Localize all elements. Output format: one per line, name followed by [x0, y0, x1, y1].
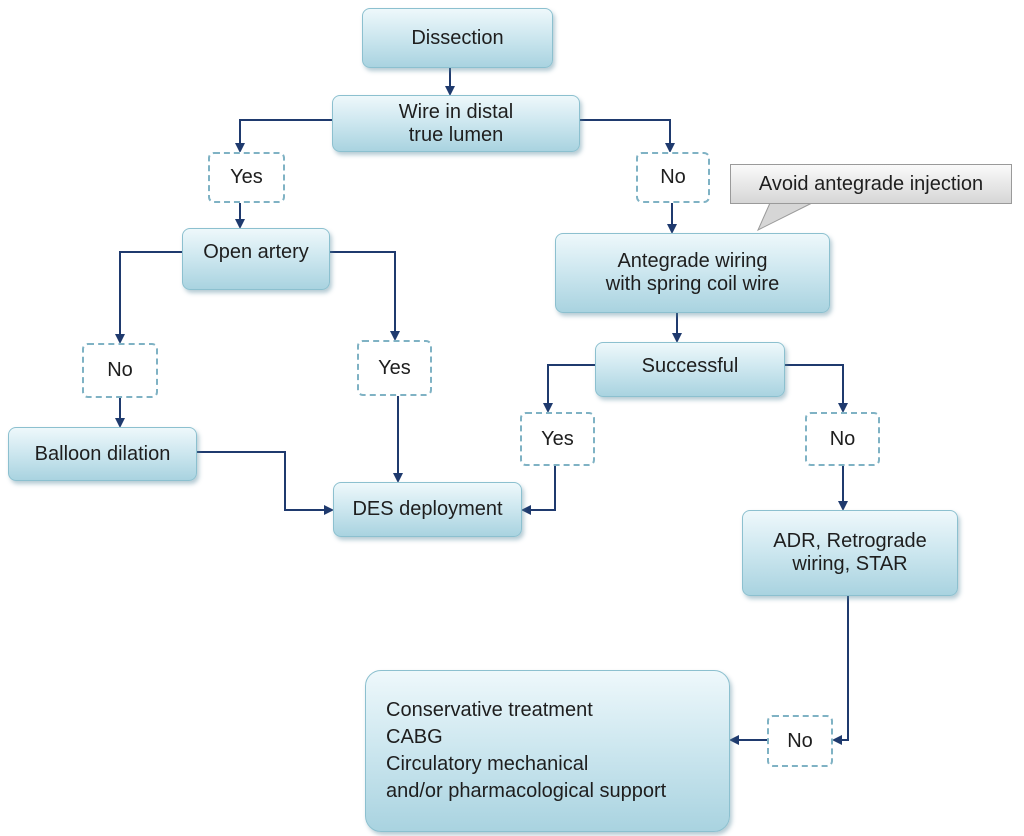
node-des-deployment: DES deployment — [333, 482, 522, 537]
decision-yes-1: Yes — [208, 152, 285, 203]
arrow-wire-no — [580, 119, 675, 153]
node-wire-in-distal-true-lumen: Wire in distal true lumen — [332, 95, 580, 152]
callout-tail — [756, 202, 813, 232]
arrow-wire-yes — [235, 119, 332, 153]
callout-avoid-antegrade-injection: Avoid antegrade injection — [730, 164, 1012, 204]
node-open-artery: Open artery — [182, 228, 330, 290]
arrow-successful-yes — [543, 364, 595, 413]
decision-no-3: No — [805, 412, 880, 466]
node-dissection: Dissection — [362, 8, 553, 68]
decision-no-2: No — [82, 343, 158, 398]
arrow-successful-no — [785, 364, 848, 413]
node-balloon-dilation: Balloon dilation — [8, 427, 197, 481]
arrow-balloon-des — [197, 451, 334, 515]
arrow-open-yes — [330, 251, 400, 341]
node-successful: Successful — [595, 342, 785, 397]
node-conservative-treatment: Conservative treatment CABG Circulatory … — [365, 670, 730, 832]
arrow-yes-des-2 — [521, 466, 556, 515]
decision-no-4: No — [767, 715, 833, 767]
arrow-open-no — [115, 251, 182, 344]
decision-no-1: No — [636, 152, 710, 203]
decision-yes-3: Yes — [520, 412, 595, 466]
node-antegrade-wiring: Antegrade wiring with spring coil wire — [555, 233, 830, 313]
node-adr-retrograde-star: ADR, Retrograde wiring, STAR — [742, 510, 958, 596]
line-adr-no — [832, 596, 849, 745]
decision-yes-2: Yes — [357, 340, 432, 396]
